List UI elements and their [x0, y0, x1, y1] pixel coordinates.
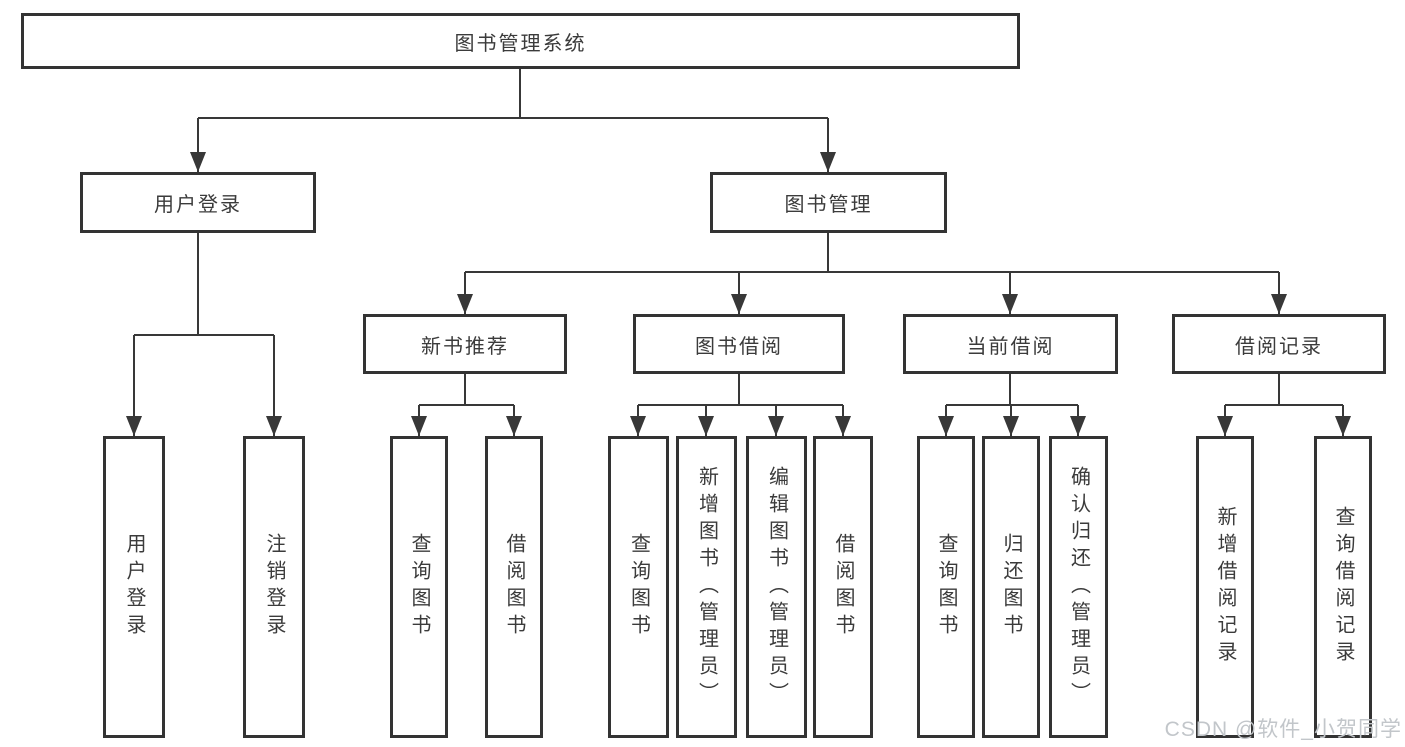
- leaf-borrow-edit-books-label: 编辑图书（管理员）: [765, 465, 788, 709]
- node-current-borrow-label: 当前借阅: [966, 335, 1055, 358]
- node-book-borrow: 图书借阅: [633, 314, 845, 374]
- node-root-label: 图书管理系统: [454, 32, 587, 55]
- leaf-user-login: 用户登录: [103, 436, 165, 738]
- leaf-borrow-edit-books: 编辑图书（管理员）: [746, 436, 807, 738]
- node-new-book-recommend-label: 新书推荐: [421, 335, 509, 358]
- leaf-recommend-borrow-books-label: 借阅图书: [503, 533, 525, 641]
- leaf-recommend-query-books-label: 查询图书: [408, 533, 430, 641]
- leaf-current-return-books: 归还图书: [982, 436, 1040, 738]
- leaf-current-return-books-label: 归还图书: [1000, 533, 1022, 641]
- leaf-borrow-query-books: 查询图书: [608, 436, 669, 738]
- node-borrow-records-label: 借阅记录: [1235, 335, 1323, 358]
- node-root: 图书管理系统: [21, 13, 1020, 69]
- node-user-login-label: 用户登录: [154, 194, 242, 216]
- leaf-user-login-label: 用户登录: [123, 533, 145, 641]
- leaf-current-confirm-return-label: 确认归还（管理员）: [1067, 465, 1090, 709]
- leaf-logout-label: 注销登录: [263, 533, 285, 641]
- leaf-logout: 注销登录: [243, 436, 305, 738]
- leaf-records-query-record-label: 查询借阅记录: [1332, 506, 1354, 668]
- leaf-borrow-borrow-books: 借阅图书: [813, 436, 873, 738]
- leaf-current-confirm-return: 确认归还（管理员）: [1049, 436, 1108, 738]
- node-new-book-recommend: 新书推荐: [363, 314, 567, 374]
- leaf-current-query-books: 查询图书: [917, 436, 975, 738]
- leaf-current-query-books-label: 查询图书: [935, 533, 957, 641]
- leaf-recommend-query-books: 查询图书: [390, 436, 448, 738]
- node-book-management: 图书管理: [710, 172, 947, 233]
- leaf-borrow-query-books-label: 查询图书: [627, 533, 650, 641]
- node-user-login: 用户登录: [80, 172, 316, 233]
- leaf-recommend-borrow-books: 借阅图书: [485, 436, 543, 738]
- node-current-borrow: 当前借阅: [903, 314, 1118, 374]
- leaf-borrow-borrow-books-label: 借阅图书: [832, 533, 854, 641]
- leaf-records-query-record: 查询借阅记录: [1314, 436, 1372, 738]
- leaf-borrow-add-books-label: 新增图书（管理员）: [695, 465, 718, 709]
- node-borrow-records: 借阅记录: [1172, 314, 1386, 374]
- csdn-watermark: CSDN @软件_小贺同学: [1164, 718, 1402, 741]
- node-book-management-label: 图书管理: [784, 194, 873, 216]
- leaf-records-add-record-label: 新增借阅记录: [1214, 506, 1236, 668]
- node-book-borrow-label: 图书借阅: [695, 335, 783, 358]
- leaf-records-add-record: 新增借阅记录: [1196, 436, 1254, 738]
- leaf-borrow-add-books: 新增图书（管理员）: [676, 436, 737, 738]
